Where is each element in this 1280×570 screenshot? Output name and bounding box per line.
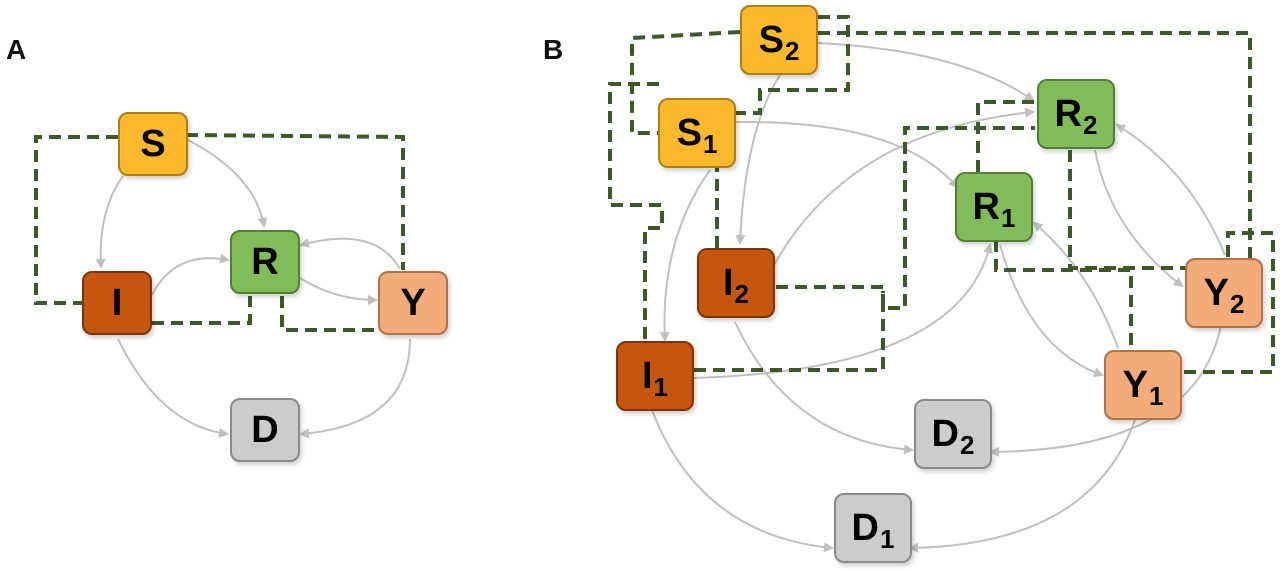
node-subscript: 1: [653, 372, 669, 402]
node-b-dead-1: D1: [834, 493, 912, 563]
interaction-line-b-s2-y2: [818, 31, 1252, 270]
flow-edge-b-y2-to-r2: [1115, 123, 1226, 256]
node-subscript: 2: [734, 279, 750, 309]
flow-edge-a-i-to-d: [117, 338, 229, 438]
node-label: D: [931, 413, 959, 455]
node-label: R: [1054, 93, 1082, 135]
interaction-line-b-i2-r2: [776, 126, 1035, 310]
node-label: I: [641, 355, 653, 397]
node-b-susceptible-2: S2: [740, 5, 818, 75]
flow-edge-b-r2-to-y2: [1094, 149, 1184, 288]
node-subscript: 1: [1148, 381, 1164, 411]
node-b-y-1: Y1: [1104, 350, 1182, 420]
node-a-susceptible: S: [118, 112, 188, 176]
flow-edge-b-i1-to-r1: [693, 243, 993, 379]
node-label: Y: [400, 282, 426, 324]
flow-edge-b-r1-to-y1: [999, 244, 1104, 378]
flow-edge-a-r-to-y: [299, 277, 378, 305]
node-subscript: 2: [959, 430, 975, 460]
interaction-line-b-r1-y1: [994, 240, 1133, 350]
node-b-y-2: Y2: [1185, 258, 1263, 328]
node-b-infected-1: I1: [616, 341, 694, 411]
flow-edge-a-y-to-r: [299, 237, 401, 270]
interaction-line-b-r1-r2: [976, 100, 1037, 172]
interaction-line-a-i-r: [152, 296, 252, 325]
flow-edge-b-y1-to-r1: [1032, 221, 1119, 349]
flow-edge-a-i-to-r: [151, 253, 230, 296]
node-subscript: 1: [702, 129, 718, 159]
flow-edge-b-s2-to-r2: [817, 42, 1035, 102]
flow-edge-a-y-to-d: [299, 338, 411, 439]
panel-label-b: B: [543, 34, 564, 65]
interaction-line-a-r-y: [280, 296, 378, 332]
interaction-line-b-y1-y2: [1184, 231, 1275, 374]
node-subscript: 1: [1000, 203, 1016, 233]
node-label: Y: [1122, 364, 1148, 406]
node-label: S: [758, 19, 784, 61]
flow-edge-b-s1-to-r1: [735, 120, 959, 189]
flow-edge-a-s-to-r: [187, 139, 268, 228]
node-subscript: 1: [879, 524, 895, 554]
node-label: D: [851, 507, 879, 549]
node-subscript: 2: [1082, 110, 1098, 140]
node-label: R: [972, 186, 1000, 228]
node-b-susceptible-1: S1: [658, 98, 736, 168]
node-a-dead: D: [230, 398, 300, 462]
node-label: S: [140, 123, 166, 165]
node-subscript: 2: [1229, 289, 1245, 319]
interaction-line-b-i1-r1: [694, 291, 885, 372]
node-b-recovered-1: R1: [955, 172, 1033, 242]
flow-edge-b-i1-to-d1: [651, 409, 834, 553]
node-a-infected: I: [82, 271, 152, 335]
flow-edge-b-i2-to-d2: [734, 321, 914, 455]
interaction-line-a-s-y: [185, 133, 405, 270]
node-subscript: 2: [784, 36, 800, 66]
node-label: Y: [1203, 272, 1229, 314]
panel-label-a: A: [6, 34, 27, 65]
flow-edge-a-s-to-i: [95, 175, 124, 269]
node-label: R: [251, 241, 279, 283]
node-b-dead-2: D2: [914, 399, 992, 469]
node-label: I: [722, 262, 734, 304]
node-label: D: [251, 409, 279, 451]
node-label: I: [111, 282, 123, 324]
flow-edge-b-i2-to-r2: [773, 107, 1035, 266]
node-b-infected-2: I2: [697, 248, 775, 318]
flow-edge-b-s1-to-i1: [659, 169, 711, 342]
node-label: S: [676, 112, 702, 154]
interaction-line-a-s-i: [34, 135, 118, 305]
node-a-y: Y: [378, 271, 448, 335]
flow-edge-b-y1-to-d1: [908, 419, 1136, 553]
node-a-recovered: R: [230, 230, 300, 294]
interaction-line-b-r2-y2: [1068, 150, 1185, 270]
interaction-line-b-s1-i1: [608, 82, 664, 340]
node-b-recovered-2: R2: [1037, 79, 1115, 149]
